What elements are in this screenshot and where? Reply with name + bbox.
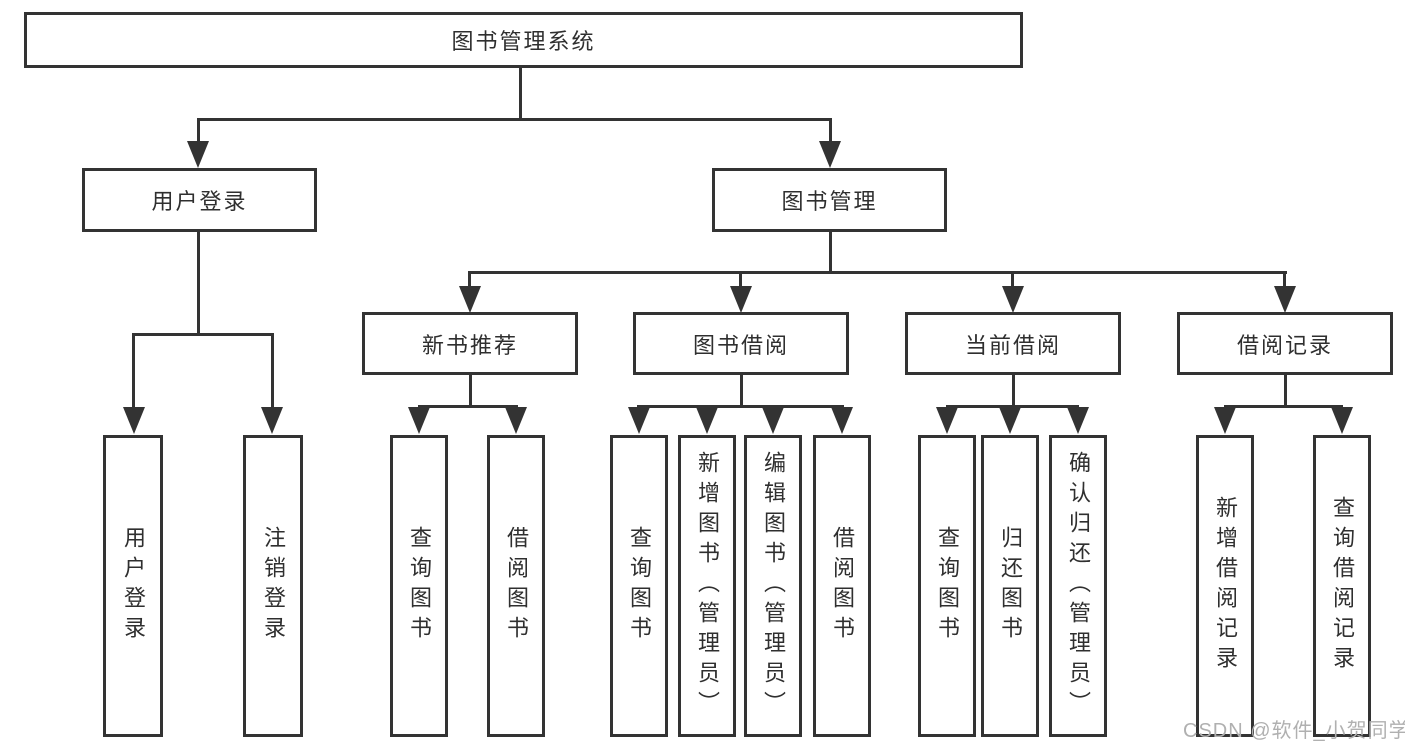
connector-line [197,118,832,121]
leaf-borrow-books-b-label: 借阅图书 [830,526,855,646]
node-current-borrow-label: 当前借阅 [964,332,1061,358]
leaf-logout-label: 注销登录 [261,526,286,646]
connector-line [132,333,274,336]
leaf-add-book-admin-label: 新增图书（管理员） [695,451,720,721]
leaf-query-borrow-record-label: 查询借阅记录 [1330,496,1355,676]
connector-line [197,232,200,335]
connector-line [469,375,472,407]
arrowhead-icon [459,286,481,313]
node-new-book-recommend: 新书推荐 [362,312,578,375]
connector-line [946,405,1079,408]
connector-line [271,333,274,409]
leaf-query-books-a-label: 查询图书 [407,526,432,646]
leaf-borrow-books-b: 借阅图书 [813,435,871,737]
node-borrow-records-label: 借阅记录 [1236,332,1333,358]
arrowhead-icon [261,407,283,434]
leaf-borrow-books-a: 借阅图书 [487,435,545,737]
leaf-add-borrow-record-label: 新增借阅记录 [1213,496,1238,676]
leaf-edit-book-admin-label: 编辑图书（管理员） [761,451,786,721]
arrowhead-icon [762,407,784,434]
node-book-borrow-label: 图书借阅 [692,332,789,358]
connector-line [1283,271,1286,288]
arrowhead-icon [696,407,718,434]
node-root-label: 图书管理系统 [451,29,596,54]
connector-line [637,405,844,408]
node-new-book-recommend-label: 新书推荐 [421,332,518,358]
leaf-query-books-b-label: 查询图书 [627,526,652,646]
leaf-query-books-b: 查询图书 [610,435,668,737]
leaf-user-login-label: 用户登录 [121,526,146,646]
arrowhead-icon [1331,407,1353,434]
connector-line [519,68,522,120]
connector-line [740,375,743,407]
leaf-query-books-c-label: 查询图书 [935,526,960,646]
connector-line [1224,405,1343,408]
arrowhead-icon [936,407,958,434]
arrowhead-icon [819,141,841,168]
connector-line [132,333,135,409]
node-root: 图书管理系统 [24,12,1023,68]
leaf-edit-book-admin: 编辑图书（管理员） [744,435,802,737]
node-book-management: 图书管理 [712,168,947,232]
connector-line [739,271,742,288]
leaf-user-login: 用户登录 [103,435,163,737]
connector-line [197,118,200,146]
leaf-logout: 注销登录 [243,435,303,737]
arrowhead-icon [505,407,527,434]
node-current-borrow: 当前借阅 [905,312,1121,375]
connector-line [1012,375,1015,407]
csdn-watermark: CSDN @软件_小贺同学 [1183,720,1405,742]
node-user-login: 用户登录 [82,168,317,232]
arrowhead-icon [1002,286,1024,313]
leaf-borrow-books-a-label: 借阅图书 [504,526,529,646]
arrowhead-icon [628,407,650,434]
node-user-login-label: 用户登录 [151,189,248,214]
connector-line [829,232,832,273]
leaf-return-books-label: 归还图书 [998,526,1023,646]
connector-line [468,271,1287,274]
leaf-confirm-return-admin-label: 确认归还（管理员） [1066,451,1091,721]
arrowhead-icon [1274,286,1296,313]
leaf-add-book-admin: 新增图书（管理员） [678,435,736,737]
node-borrow-records: 借阅记录 [1177,312,1393,375]
leaf-query-borrow-record: 查询借阅记录 [1313,435,1371,737]
connector-line [418,405,518,408]
leaf-query-books-a: 查询图书 [390,435,448,737]
leaf-return-books: 归还图书 [981,435,1039,737]
leaf-confirm-return-admin: 确认归还（管理员） [1049,435,1107,737]
arrowhead-icon [1067,407,1089,434]
arrowhead-icon [831,407,853,434]
leaf-query-books-c: 查询图书 [918,435,976,737]
arrowhead-icon [123,407,145,434]
arrowhead-icon [1214,407,1236,434]
arrowhead-icon [730,286,752,313]
connector-line [1284,375,1287,407]
connector-line [1011,271,1014,288]
arrowhead-icon [187,141,209,168]
node-book-management-label: 图书管理 [781,189,878,214]
leaf-add-borrow-record: 新增借阅记录 [1196,435,1254,737]
connector-line [468,271,471,288]
arrowhead-icon [408,407,430,434]
connector-line [829,118,832,146]
node-book-borrow: 图书借阅 [633,312,849,375]
arrowhead-icon [999,407,1021,434]
